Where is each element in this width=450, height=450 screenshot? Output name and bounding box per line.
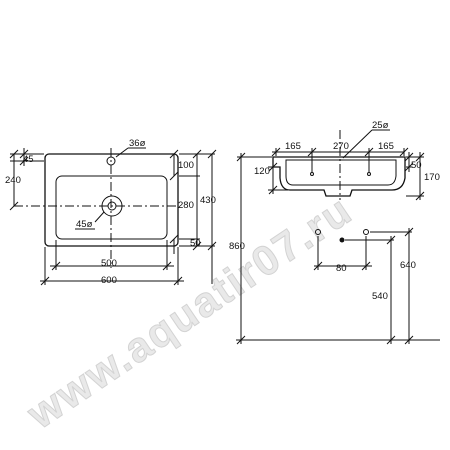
right-part-label: 165 bbox=[378, 141, 394, 152]
supply-outlet-left bbox=[315, 229, 321, 235]
drain-hole-label: 45ø bbox=[76, 219, 93, 230]
waste-leader bbox=[342, 129, 373, 159]
tap-mark-right bbox=[367, 172, 371, 176]
side-view: 25ø 165 270 165 50 120 170 860 80 540 64… bbox=[229, 120, 440, 345]
bowl-depth-label: 120 bbox=[254, 166, 270, 177]
basin-inner-profile bbox=[285, 159, 397, 186]
drain-to-edge-label: 280 bbox=[178, 200, 194, 211]
middle-part-label: 270 bbox=[333, 141, 349, 152]
top-view-ticks bbox=[9, 149, 217, 286]
total-width-label: 600 bbox=[101, 275, 117, 286]
drain-hole-leader bbox=[94, 211, 105, 223]
front-rim-label: 50 bbox=[190, 238, 201, 249]
tap-hole-leader bbox=[115, 147, 129, 158]
top-view: 36ø 45 240 100 280 430 45ø 50 500 600 bbox=[5, 138, 217, 286]
tap-mark-left bbox=[310, 172, 314, 176]
drain-height-label: 540 bbox=[372, 291, 388, 302]
basin-profile bbox=[272, 156, 406, 197]
tap-hole-label: 36ø bbox=[129, 138, 146, 149]
to-tap-label: 100 bbox=[178, 160, 194, 171]
watermark-text: www.aquatir07.ru bbox=[18, 186, 361, 438]
side-view-ticks bbox=[236, 147, 425, 345]
rim-label: 50 bbox=[411, 160, 422, 171]
side-depth-label: 240 bbox=[5, 175, 21, 186]
total-height-label: 170 bbox=[424, 172, 440, 183]
left-part-label: 165 bbox=[285, 141, 301, 152]
waste-label: 25ø bbox=[372, 120, 389, 131]
tap-offset-label: 45 bbox=[23, 154, 34, 165]
install-height-label: 860 bbox=[229, 241, 245, 252]
watermark: www.aquatir07.ru bbox=[17, 185, 361, 438]
supply-outlet-right bbox=[363, 229, 369, 235]
inner-width-label: 500 bbox=[101, 258, 117, 269]
pipe-spacing-label: 80 bbox=[336, 263, 347, 274]
total-depth-label: 430 bbox=[200, 195, 216, 206]
drain-outlet bbox=[339, 237, 345, 243]
supply-height-label: 640 bbox=[400, 260, 416, 271]
